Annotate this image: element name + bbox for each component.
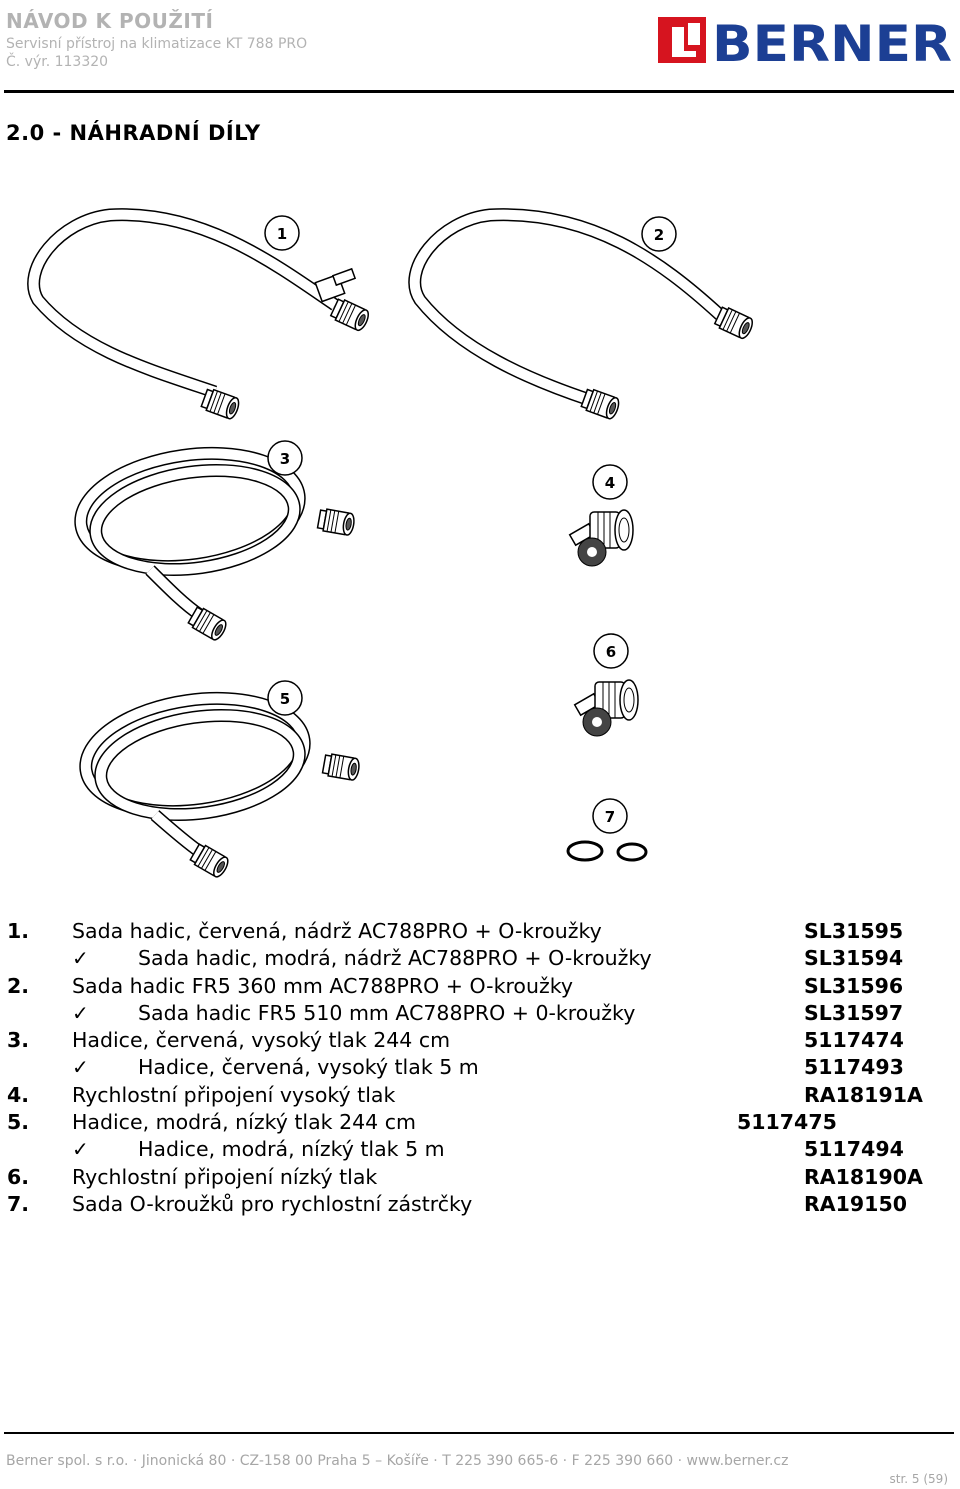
part-number: 5. [7, 1110, 30, 1135]
part-description: Hadice, modrá, nízký tlak 5 m [138, 1137, 445, 1162]
badge-5: 5 [267, 680, 303, 716]
parts-illustration: 1 2 3 4 5 6 7 [27, 208, 756, 880]
svg-text:5: 5 [280, 690, 290, 708]
badge-2: 2 [641, 216, 677, 252]
check-icon: ✓ [72, 1137, 89, 1162]
svg-text:7: 7 [605, 808, 615, 826]
check-icon: ✓ [72, 946, 89, 971]
part-description: Hadice, červená, vysoký tlak 244 cm [72, 1028, 451, 1053]
part-description: Sada hadic FR5 510 mm AC788PRO + 0-krouž… [138, 1000, 636, 1025]
part-code: SL31596 [804, 973, 904, 998]
part-row: 1. Sada hadic, červená, nádrž AC788PRO +… [0, 918, 960, 945]
part-code: 5117494 [804, 1137, 904, 1162]
header-title: NÁVOD K POUŽITÍ [6, 9, 214, 33]
part-6-coupler [573, 679, 639, 737]
footer-rule [4, 1432, 954, 1434]
part-row: ✓ Hadice, červená, vysoký tlak 5 m 51174… [0, 1054, 960, 1081]
header-rule [4, 90, 954, 93]
part-4-coupler [568, 509, 634, 567]
check-icon: ✓ [72, 1000, 89, 1025]
badge-3: 3 [267, 440, 303, 476]
header-article-number: Č. výr. 113320 [6, 54, 109, 70]
footer-company: Berner spol. s r.o. · Jinonická 80 · CZ-… [6, 1453, 789, 1469]
badge-7: 7 [592, 798, 628, 834]
part-code: SL31597 [804, 1000, 904, 1025]
part-description: Sada hadic FR5 360 mm AC788PRO + O-krouž… [72, 973, 573, 998]
part-code: SL31594 [804, 946, 904, 971]
part-number: 1. [7, 919, 30, 943]
part-number: 2. [7, 973, 30, 998]
part-description: Sada hadic, modrá, nádrž AC788PRO + O-kr… [138, 946, 652, 971]
svg-text:1: 1 [277, 225, 287, 243]
part-2-hose [408, 208, 756, 422]
part-code: RA19150 [804, 1191, 907, 1216]
section-title: 2.0 - NÁHRADNÍ DÍLY [6, 121, 261, 145]
part-code: RA18191A [804, 1082, 923, 1107]
part-code: 5117475 [737, 1110, 837, 1135]
part-code: 5117474 [804, 1028, 904, 1053]
part-row: 4. Rychlostní připojení vysoký tlak RA18… [0, 1082, 960, 1109]
part-code: SL31595 [804, 919, 904, 943]
part-row: 5. Hadice, modrá, nízký tlak 244 cm 5117… [0, 1109, 960, 1136]
part-1-hose [27, 208, 372, 422]
berner-logo: BERNER [658, 15, 952, 65]
part-description: Sada O-kroužků pro rychlostní zástrčky [72, 1191, 473, 1216]
part-number: 3. [7, 1028, 30, 1053]
svg-text:4: 4 [605, 474, 615, 492]
part-code: RA18190A [804, 1164, 923, 1189]
part-description: Hadice, červená, vysoký tlak 5 m [138, 1055, 479, 1080]
badge-1: 1 [264, 215, 300, 251]
parts-list: 1. Sada hadic, červená, nádrž AC788PRO +… [0, 918, 960, 1218]
part-code: 5117493 [804, 1055, 904, 1080]
part-description: Hadice, modrá, nízký tlak 244 cm [72, 1110, 416, 1135]
header-subtitle: Servisní přístroj na klimatizace KT 788 … [6, 36, 308, 52]
logo-mark-cutout-top [688, 23, 700, 45]
part-5-hose-coil [79, 691, 362, 880]
badge-6: 6 [593, 633, 629, 669]
part-row: 6. Rychlostní připojení nízký tlak RA181… [0, 1164, 960, 1191]
part-description: Sada hadic, červená, nádrž AC788PRO + O-… [72, 919, 602, 943]
part-7-o-rings [566, 840, 648, 862]
part-number: 4. [7, 1082, 30, 1107]
part-description: Rychlostní připojení vysoký tlak [72, 1082, 396, 1107]
part-row: 3. Hadice, červená, vysoký tlak 244 cm 5… [0, 1027, 960, 1054]
svg-text:3: 3 [280, 450, 290, 468]
svg-text:6: 6 [606, 643, 616, 661]
badge-4: 4 [592, 464, 628, 500]
part-row: 2. Sada hadic FR5 360 mm AC788PRO + O-kr… [0, 973, 960, 1000]
part-row: ✓ Sada hadic, modrá, nádrž AC788PRO + O-… [0, 945, 960, 972]
footer-page-number: str. 5 (59) [889, 1472, 949, 1486]
part-description: Rychlostní připojení nízký tlak [72, 1164, 378, 1189]
logo-text: BERNER [712, 15, 952, 65]
part-3-hose-coil [74, 446, 357, 643]
part-number: 6. [7, 1164, 30, 1189]
part-number: 7. [7, 1191, 30, 1216]
check-icon: ✓ [72, 1055, 89, 1080]
part-row: ✓ Hadice, modrá, nízký tlak 5 m 5117494 [0, 1136, 960, 1163]
part-row: ✓ Sada hadic FR5 510 mm AC788PRO + 0-kro… [0, 1000, 960, 1027]
svg-text:2: 2 [654, 226, 664, 244]
logo-mark-cutout [672, 27, 696, 57]
part-row: 7. Sada O-kroužků pro rychlostní zástrčk… [0, 1191, 960, 1218]
